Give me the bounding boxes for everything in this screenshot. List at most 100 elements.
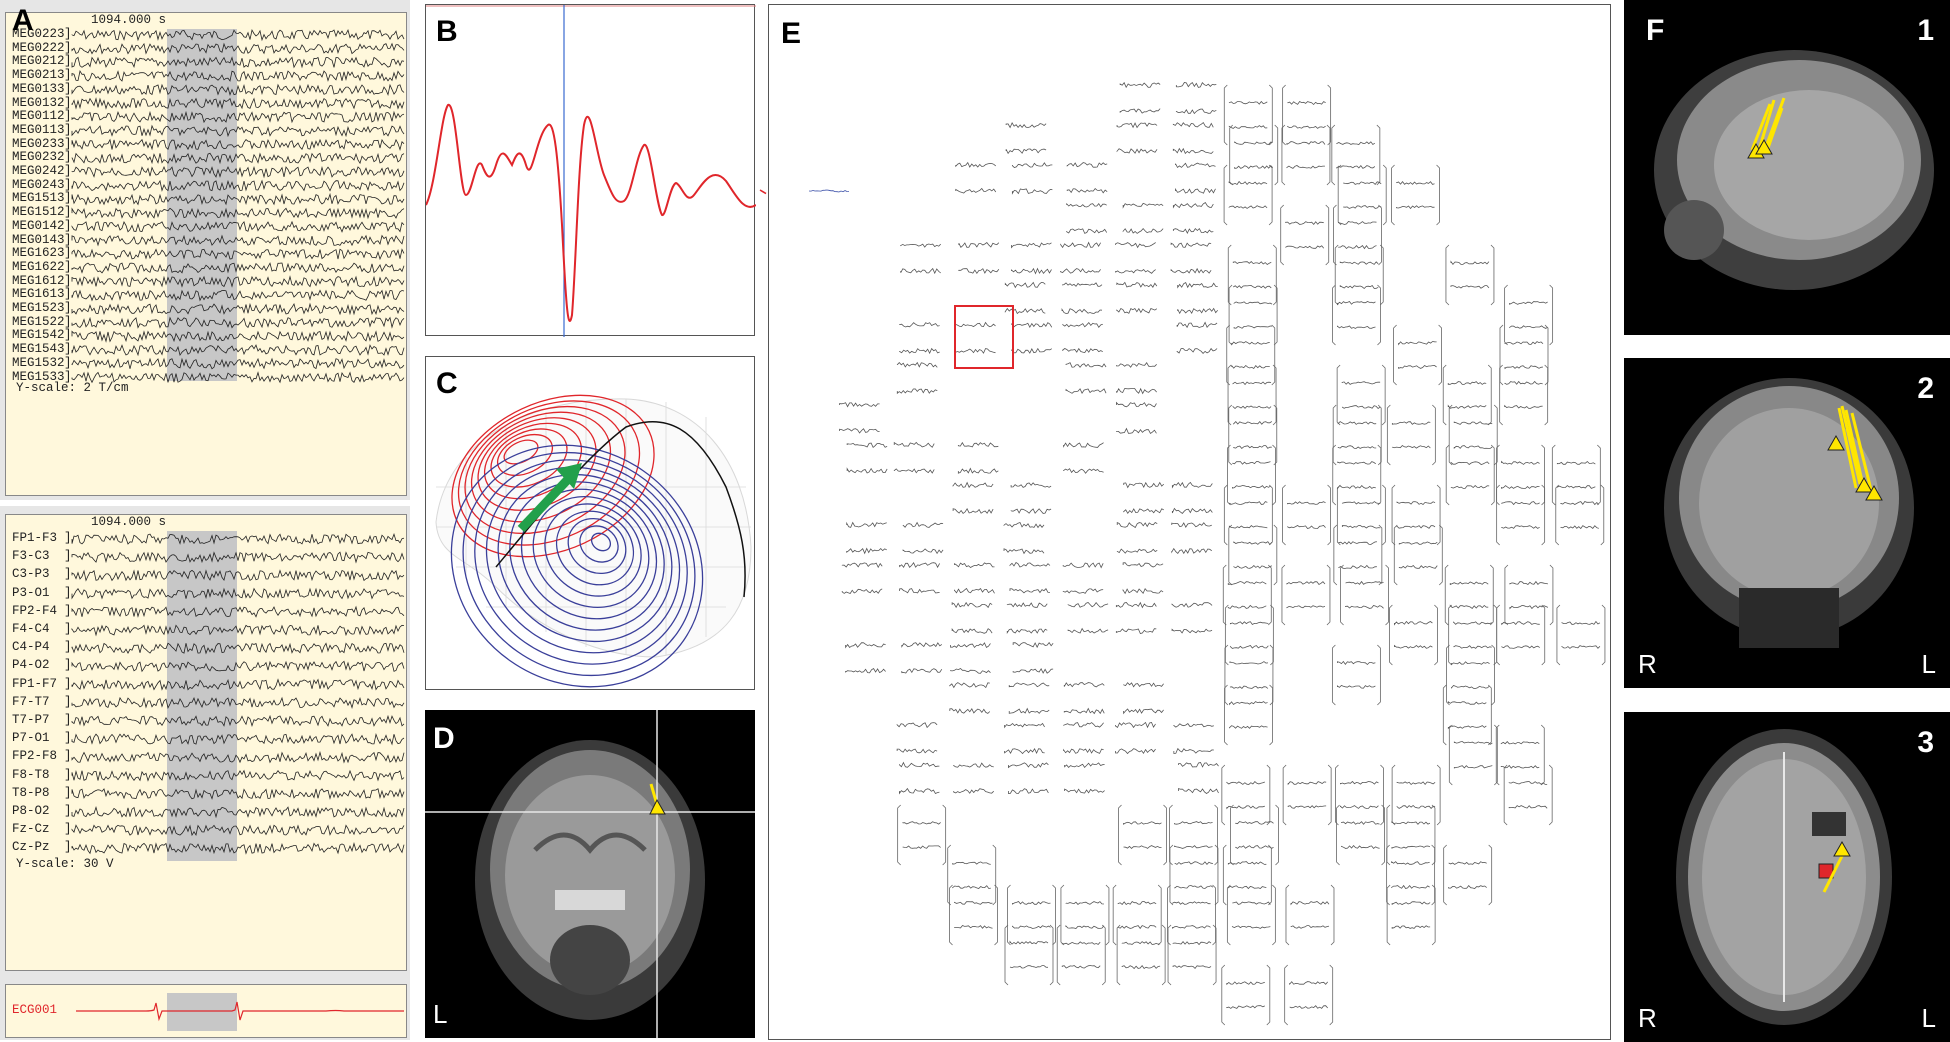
sensor-bracket (1167, 884, 1216, 946)
trace-line (1508, 805, 1548, 809)
trace-line (71, 220, 405, 233)
sensor-bracket (1555, 484, 1605, 546)
time-selection-highlight[interactable] (167, 993, 237, 1031)
sensor-bracket (1004, 924, 1054, 986)
channel-scale-bracket: ] (64, 232, 72, 247)
trace-line (71, 330, 405, 343)
trace-line (896, 361, 938, 368)
trace-line (1290, 925, 1330, 929)
channel-label: MEG0222 (12, 40, 65, 55)
magnetic-field-contours (435, 394, 752, 688)
trace-line (1289, 981, 1328, 986)
trace-line (896, 748, 938, 754)
trace-line (954, 587, 995, 594)
channel-scale-bracket: ] (64, 205, 72, 220)
trace-line (955, 348, 996, 354)
sensor-bracket (1496, 604, 1546, 666)
contour-line (485, 466, 681, 654)
trace-line (71, 165, 405, 179)
trace-line (1286, 605, 1326, 609)
trace-line (71, 275, 405, 288)
trace-line (952, 861, 991, 865)
trace-line (1227, 861, 1267, 865)
trace-line (1175, 187, 1216, 194)
channel-label: MEG1613 (12, 287, 65, 302)
trace-line (1004, 307, 1046, 315)
sensor-bracket (1499, 324, 1549, 386)
trace-line (1231, 364, 1270, 370)
channel-label: P3-O1 (12, 585, 50, 600)
trace-line (1171, 507, 1213, 514)
trace-line (1122, 227, 1164, 234)
trace-line (1172, 121, 1214, 128)
trace-line (1172, 227, 1214, 234)
trace-line (1232, 381, 1272, 386)
channel-label: MEG1522 (12, 314, 65, 329)
channel-label: MEG0112 (12, 109, 65, 124)
channel-label: MEG0133 (12, 81, 65, 96)
trace-line (1063, 722, 1104, 728)
contour-line (532, 495, 650, 609)
trace-line (1177, 282, 1218, 289)
trace-line (1233, 420, 1272, 425)
channel-label: MEG1612 (12, 273, 65, 288)
channel-scale-bracket: ] (64, 328, 72, 343)
contour-line (450, 444, 704, 688)
trace-line (1061, 941, 1101, 945)
trace-line (1341, 501, 1381, 505)
trace-line (1287, 501, 1326, 505)
trace-line (901, 668, 943, 674)
trace-line (1063, 682, 1105, 688)
trace-line (1450, 285, 1490, 289)
trace-line (1116, 427, 1157, 434)
sensor-bracket (1167, 924, 1217, 986)
trace-line (1171, 628, 1213, 634)
waveform-zoom-panel: B (425, 4, 756, 337)
channel-scale-bracket: ] (64, 749, 72, 764)
trace-line (1007, 788, 1049, 794)
sensor-bracket (1281, 124, 1331, 186)
sensor-bracket (1007, 884, 1056, 946)
trace-line (1231, 341, 1270, 346)
trace-line (1173, 747, 1214, 754)
sensor-bracket (1443, 844, 1493, 906)
trace-line (1065, 362, 1107, 368)
trace-line (900, 243, 942, 248)
sensor-bracket (1446, 644, 1495, 706)
trace-line (1178, 762, 1219, 768)
trace-line (1556, 485, 1596, 489)
sensor-bracket (1228, 404, 1278, 466)
trace-line (1504, 380, 1543, 385)
trace-line (1171, 602, 1213, 608)
sensor-bracket (1280, 204, 1330, 266)
time-selection-highlight[interactable] (167, 531, 237, 861)
trace-line (1011, 188, 1053, 195)
trace-line (1228, 180, 1268, 186)
sensor-bracket (1495, 724, 1545, 786)
trace-line (1341, 845, 1380, 849)
trace-line (1338, 564, 1377, 569)
channel-scale-bracket: ] (64, 68, 72, 83)
trace-line (1123, 845, 1162, 849)
trace-line (1391, 820, 1431, 825)
sensor-bracket (1229, 124, 1279, 186)
trace-line (1123, 508, 1164, 515)
trace-line (1233, 445, 1272, 449)
trace-line (71, 289, 405, 302)
trace-line (71, 124, 405, 138)
trace-line (1175, 162, 1216, 168)
trace-line (71, 28, 405, 42)
trace-line (71, 605, 405, 618)
trace-line (1340, 805, 1379, 809)
trace-line (1229, 621, 1269, 626)
trace-line (1005, 148, 1047, 155)
trace-line (1341, 821, 1380, 825)
trace-line (1501, 460, 1540, 465)
trace-line (1121, 964, 1161, 970)
trace-line (1337, 421, 1377, 425)
trace-line (1561, 620, 1601, 625)
selected-sensor-box[interactable] (954, 305, 1014, 369)
trace-line (1122, 562, 1164, 568)
trace-line (901, 642, 943, 648)
trace-line (1504, 341, 1544, 345)
